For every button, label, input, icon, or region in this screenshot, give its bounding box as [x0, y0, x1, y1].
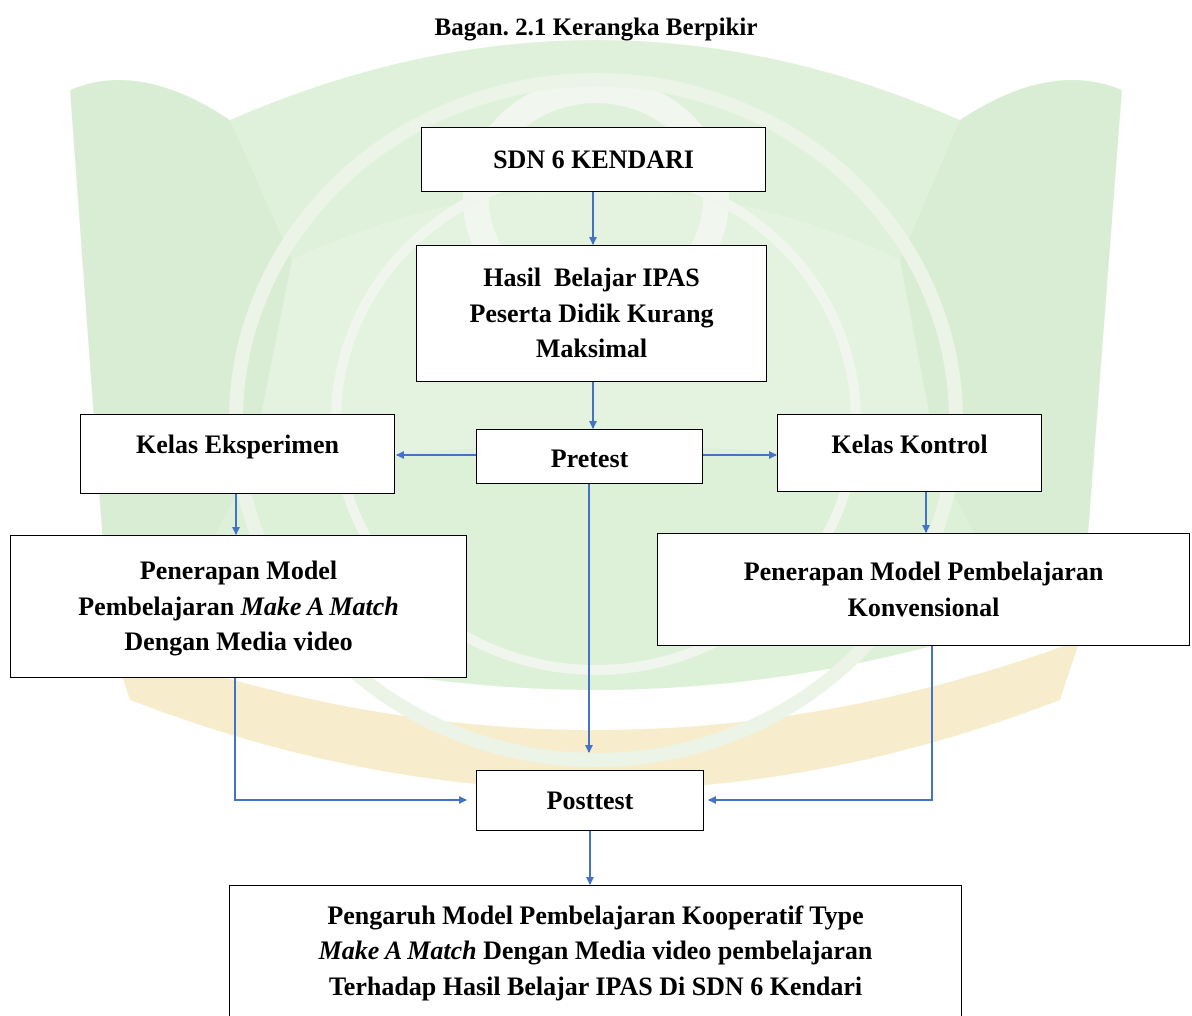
node-pretest: Pretest: [476, 429, 703, 484]
node-penerapan-line-2: Pembelajaran Make A Match: [78, 589, 398, 624]
arrow-konvensional-to-posttest: [708, 646, 933, 804]
node-pengaruh: Pengaruh Model Pembelajaran Kooperatif T…: [229, 885, 962, 1016]
node-penerapan-line-2-italic: Make A Match: [240, 591, 399, 621]
arrow-penerapan-to-posttest: [234, 678, 467, 804]
node-pretest-label: Pretest: [550, 443, 629, 473]
node-penerapan-konvensional: Penerapan Model Pembelajaran Konvensiona…: [657, 533, 1190, 646]
node-posttest-label: Posttest: [546, 785, 634, 815]
node-hasil-line-1: Hasil Belajar IPAS: [483, 263, 700, 293]
node-pengaruh-line-2-rest: Dengan Media video pembelajaran: [476, 936, 873, 966]
node-penerapan-line-2-prefix: Pembelajaran: [78, 591, 241, 621]
node-konvensional-line-2: Konvensional: [847, 592, 1000, 622]
node-sdn-6-kendari: SDN 6 KENDARI: [421, 127, 766, 192]
node-pengaruh-line-3: Terhadap Hasil Belajar IPAS Di SDN 6 Ken…: [328, 971, 863, 1001]
node-kontrol-label: Kelas Kontrol: [831, 430, 988, 459]
node-hasil-line-2: Peserta Didik Kurang: [469, 298, 714, 328]
node-konvensional-line-1: Penerapan Model Pembelajaran: [743, 557, 1104, 587]
node-kelas-kontrol: Kelas Kontrol: [777, 414, 1042, 492]
node-hasil-line-3: Maksimal: [535, 334, 648, 364]
node-kelas-eksperimen: Kelas Eksperimen: [80, 414, 395, 494]
node-penerapan-line-1: Penerapan Model: [139, 556, 338, 586]
node-pengaruh-line-2: Make A Match Dengan Media video pembelaj…: [319, 933, 873, 968]
node-sdn-label: SDN 6 KENDARI: [493, 144, 694, 174]
node-penerapan-line-3: Dengan Media video: [124, 627, 353, 657]
node-pengaruh-line-2-italic: Make A Match: [318, 936, 477, 966]
node-eksperimen-label: Kelas Eksperimen: [136, 430, 339, 459]
node-posttest: Posttest: [476, 770, 704, 831]
node-hasil-belajar: Hasil Belajar IPAS Peserta Didik Kurang …: [416, 245, 767, 382]
diagram-title: Bagan. 2.1 Kerangka Berpikir: [434, 14, 758, 41]
node-pengaruh-line-1: Pengaruh Model Pembelajaran Kooperatif T…: [327, 900, 864, 930]
node-penerapan-make-a-match: Penerapan Model Pembelajaran Make A Matc…: [10, 535, 467, 678]
